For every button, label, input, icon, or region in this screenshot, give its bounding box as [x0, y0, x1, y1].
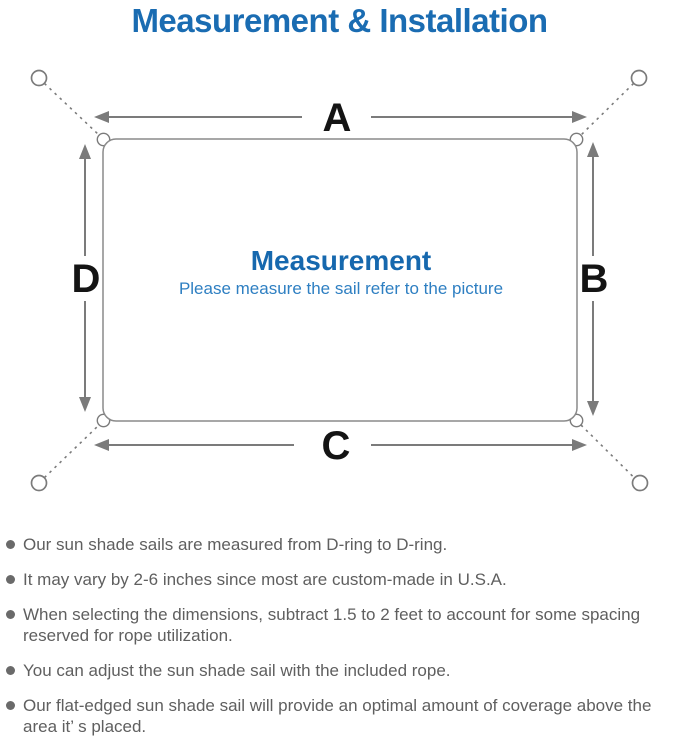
note-text: When selecting the dimensions, subtract … — [23, 605, 641, 645]
note-text: You can adjust the sun shade sail with t… — [23, 661, 451, 680]
anchor-ring-bottom-right-icon — [631, 474, 649, 492]
bullet-icon — [6, 575, 15, 584]
diagram-center-subtitle: Please measure the sail refer to the pic… — [179, 279, 503, 298]
anchor-ring-bottom-left-icon — [30, 474, 48, 492]
list-item: Our flat-edged sun shade sail will provi… — [6, 695, 661, 737]
page-title: Measurement & Installation — [131, 2, 548, 39]
rope-line-bottom-left — [43, 424, 100, 479]
dimension-label-c: C — [322, 424, 351, 468]
dimension-label-a: A — [323, 96, 352, 140]
corner-rope-dashed-lines — [43, 82, 635, 479]
list-item: Our sun shade sails are measured from D-… — [6, 534, 661, 555]
bullet-icon — [6, 610, 15, 619]
anchor-rings — [30, 69, 649, 492]
diagram-center-title: Measurement — [251, 245, 432, 276]
notes-list: Our sun shade sails are measured from D-… — [0, 520, 679, 737]
note-text: Our sun shade sails are measured from D-… — [23, 535, 448, 554]
rope-line-top-right — [580, 82, 635, 136]
anchor-ring-top-right-icon — [630, 69, 648, 87]
rope-line-top-left — [43, 82, 100, 136]
note-text: It may vary by 2-6 inches since most are… — [23, 570, 507, 589]
measurement-diagram: A B C D Measurement Please measure the s… — [30, 69, 649, 492]
dimension-lines — [79, 111, 599, 451]
note-text: Our flat-edged sun shade sail will provi… — [23, 696, 652, 736]
rope-line-bottom-right — [580, 424, 635, 479]
list-item: It may vary by 2-6 inches since most are… — [6, 569, 661, 590]
sail-outline — [102, 138, 578, 422]
bullet-icon — [6, 540, 15, 549]
dimension-label-d: D — [72, 257, 101, 301]
list-item: You can adjust the sun shade sail with t… — [6, 660, 661, 681]
bullet-icon — [6, 666, 15, 675]
dimension-label-b: B — [580, 257, 609, 301]
list-item: When selecting the dimensions, subtract … — [6, 604, 661, 646]
anchor-ring-top-left-icon — [30, 69, 48, 87]
bullet-icon — [6, 701, 15, 710]
